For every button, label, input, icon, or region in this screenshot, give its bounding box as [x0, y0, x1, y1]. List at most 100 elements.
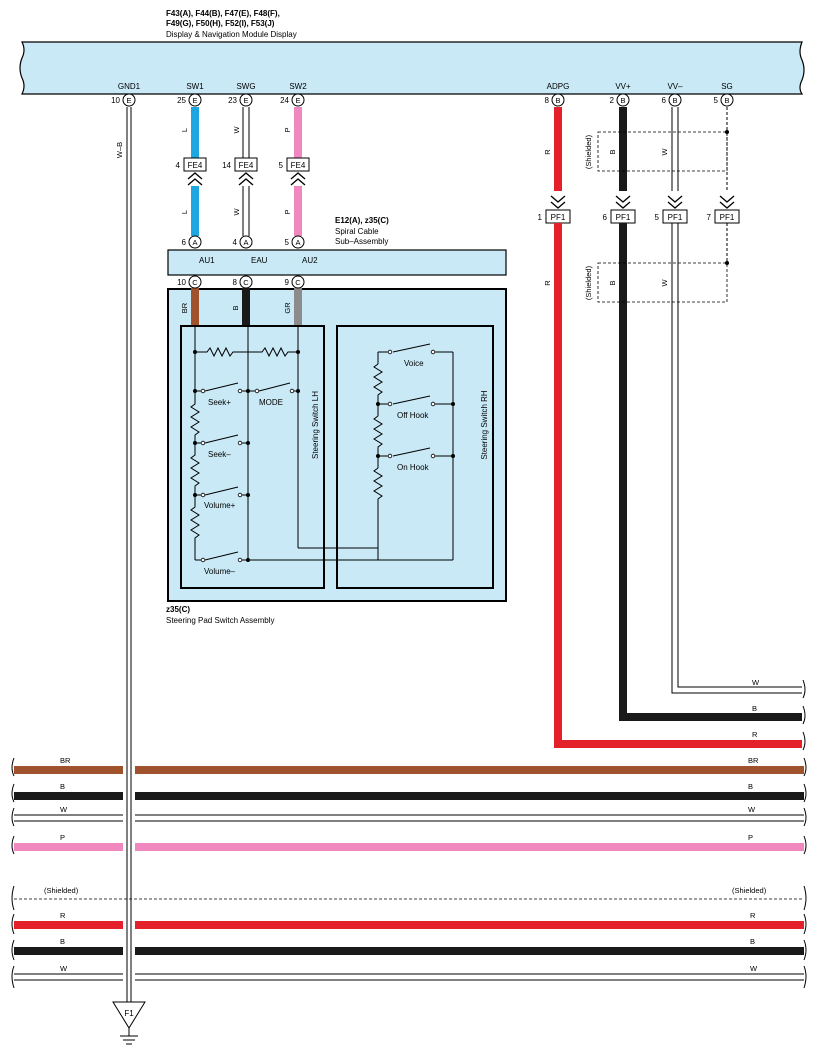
pf1-num: 1 — [538, 213, 543, 222]
spiral-top-conn: A — [192, 238, 197, 247]
sw2-wire-lower — [294, 186, 302, 236]
steering-switch-lh-box — [180, 325, 325, 589]
shield-upper — [597, 131, 728, 172]
spiral-bottom-conn: C — [192, 278, 198, 287]
pin-num: 24 — [280, 96, 289, 105]
bus2-left-label: R — [60, 911, 66, 920]
shield-upper-label: (Shielded) — [584, 134, 593, 169]
steering-switch-rh-box — [336, 325, 494, 589]
pin-name: SW2 — [289, 82, 307, 91]
pin-name: SW1 — [186, 82, 204, 91]
sw2-wire-label: P — [283, 127, 292, 132]
fe4-connectors — [187, 172, 306, 186]
adpg-wire-lower — [554, 223, 802, 748]
module-pin-circles: E E E E B B B B 10 25 23 24 8 2 6 5 — [111, 93, 734, 107]
pin-num: 8 — [545, 96, 550, 105]
adpg-wire-label: R — [543, 149, 552, 155]
spiral-top-conn: A — [243, 238, 248, 247]
bus2-shielded-right: (Shielded) — [732, 886, 767, 895]
pf1-connectors — [550, 195, 735, 209]
spiral-cable-box — [167, 249, 507, 276]
bus-right-label: P — [748, 833, 753, 842]
bus2-shielded-left: (Shielded) — [44, 886, 79, 895]
pin-num: 5 — [714, 96, 719, 105]
gnd-wire-label: W–B — [115, 142, 124, 158]
pf1-label: PF1 — [616, 213, 631, 222]
pin-num: 2 — [610, 96, 615, 105]
vvm-wire-lower-b — [677, 223, 802, 688]
pin-conn: B — [672, 96, 677, 105]
pin-conn: B — [724, 96, 729, 105]
spiral-terminal: AU2 — [302, 256, 318, 265]
sw1-wire-upper — [191, 107, 199, 158]
connector-line1: F43(A), F44(B), F47(E), F48(F), — [166, 9, 280, 18]
spiral-title: E12(A), z35(C) — [335, 216, 389, 225]
au2-wire — [294, 288, 302, 326]
pin-num: 23 — [228, 96, 237, 105]
bus2-right-label: B — [750, 937, 755, 946]
spiral-terminal: EAU — [251, 256, 268, 265]
pin-name: GND1 — [118, 82, 141, 91]
shield-lower-dot — [725, 261, 729, 265]
switch-label-volume-minus: Volume– — [204, 567, 236, 576]
shield-lower-box — [597, 262, 728, 303]
adpg-wire-upper — [554, 107, 562, 191]
spiral-name1: Spiral Cable — [335, 227, 379, 236]
shield-upper-dot — [725, 130, 729, 134]
spiral-top-num: 6 — [182, 238, 187, 247]
spiral-top-conn: A — [295, 238, 300, 247]
swg-wire-label-lower: W — [232, 208, 241, 216]
spiral-pin-circles: A A A 6 4 5 C C C 10 8 9 — [177, 235, 305, 289]
switch-label-mode: MODE — [259, 398, 283, 407]
steering-pad-name: Steering Pad Switch Assembly — [166, 616, 275, 625]
eau-wire — [242, 288, 250, 326]
spiral-bottom-conn: C — [295, 278, 301, 287]
fe4-num: 14 — [222, 161, 231, 170]
sw2-wire-upper — [294, 107, 302, 158]
pin-num: 6 — [662, 96, 667, 105]
bus-group-2 — [11, 885, 807, 989]
connector-line2: F49(G), F50(H), F52(I), F53(J) — [166, 19, 275, 28]
rh-contacts — [387, 349, 436, 459]
pf1-label: PF1 — [551, 213, 566, 222]
fe4-num: 5 — [279, 161, 284, 170]
switch-label-voice: Voice — [404, 359, 424, 368]
pin-name: ADPG — [547, 82, 570, 91]
lh-junctions — [193, 350, 300, 562]
bus-right-label: BR — [748, 756, 759, 765]
spiral-bottom-conn: C — [243, 278, 249, 287]
pin-name: VV– — [667, 82, 683, 91]
ground-symbol — [112, 1001, 146, 1045]
pin-conn: E — [295, 96, 300, 105]
shield-upper-w: W — [660, 148, 669, 156]
right-r-label: R — [752, 730, 758, 739]
pin-name: SG — [721, 82, 733, 91]
switch-label-seek-minus: Seek– — [208, 450, 231, 459]
module-pin-names: GND1 SW1 SWG SW2 ADPG VV+ VV– SG — [118, 82, 733, 91]
rh-junctions — [376, 402, 455, 458]
switch-label-off-hook: Off Hook — [397, 411, 429, 420]
spiral-bottom-num: 10 — [177, 278, 186, 287]
fe4-label: FE4 — [239, 161, 254, 170]
bus-left-label: BR — [60, 756, 71, 765]
pf1-num: 7 — [707, 213, 712, 222]
bus-left-label: W — [60, 805, 68, 814]
spiral-terminal: AU1 — [199, 256, 215, 265]
au1-wire-label: BR — [180, 302, 189, 313]
lh-label: Steering Switch LH — [311, 391, 320, 459]
spiral-name2: Sub–Assembly — [335, 237, 388, 246]
ground-label: F1 — [124, 1009, 134, 1018]
bus-left-label: B — [60, 782, 65, 791]
spiral-top-num: 5 — [285, 238, 290, 247]
bus2-right-label: W — [750, 964, 758, 973]
pf1-num: 5 — [655, 213, 660, 222]
au1-wire — [191, 288, 199, 326]
shield-lower-w: W — [660, 279, 669, 287]
fe4-label: FE4 — [291, 161, 306, 170]
adpg-wire-label-lower: R — [543, 280, 552, 286]
bus-right-label: W — [748, 805, 756, 814]
pin-conn: E — [126, 96, 131, 105]
pin-conn: B — [555, 96, 560, 105]
